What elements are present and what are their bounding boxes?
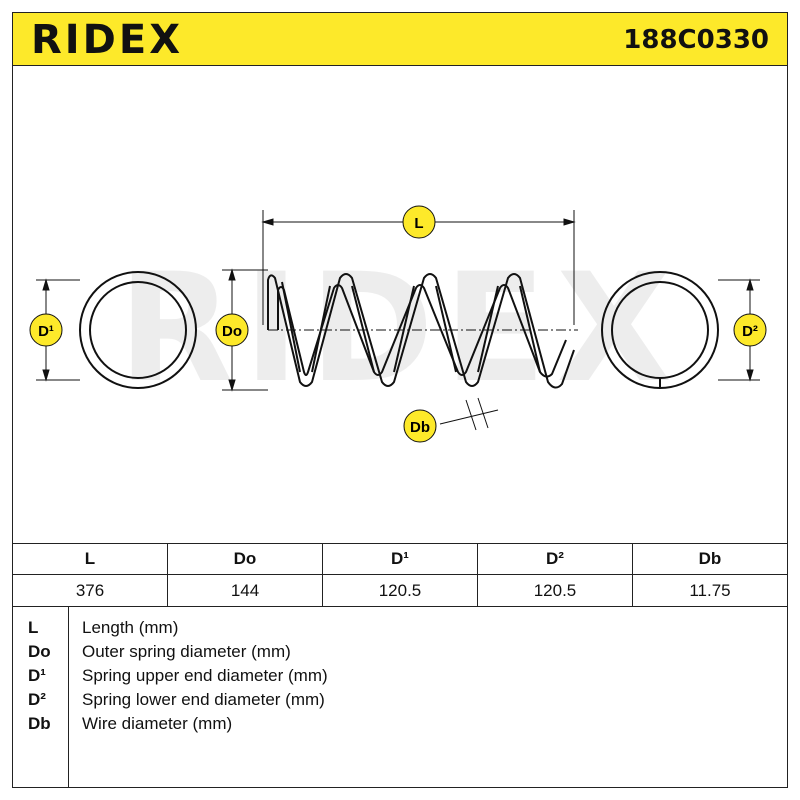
spec-header-db: Db <box>632 543 788 575</box>
spec-value-db: 11.75 <box>632 574 788 607</box>
badge-d2: D² <box>733 313 767 347</box>
db-dimension <box>439 397 499 431</box>
spec-table: L Do D¹ D² Db 376 144 120.5 120.5 11.75 <box>12 543 788 607</box>
legend-key: Db <box>28 714 51 733</box>
badge-d1: D¹ <box>29 313 63 347</box>
legend-desc: Outer spring diameter (mm) <box>82 642 291 661</box>
legend-item: D² Spring lower end diameter (mm) <box>12 690 788 714</box>
spec-value-d1: 120.5 <box>322 574 478 607</box>
brand-logo: RIDEX <box>31 17 184 63</box>
legend-item: L Length (mm) <box>12 618 788 642</box>
badge-db: Db <box>403 409 437 443</box>
legend-item: D¹ Spring upper end diameter (mm) <box>12 666 788 690</box>
legend-desc: Wire diameter (mm) <box>82 714 233 733</box>
legend-key: L <box>28 618 39 637</box>
legend-desc: Spring lower end diameter (mm) <box>82 690 325 709</box>
legend: L Length (mm) Do Outer spring diameter (… <box>12 606 788 788</box>
legend-key: D² <box>28 690 46 709</box>
header-bar: RIDEX 188C0330 <box>12 12 788 66</box>
legend-item: Db Wire diameter (mm) <box>12 714 788 738</box>
d1-dimension <box>36 278 80 382</box>
legend-key: D¹ <box>28 666 46 685</box>
svg-text:Do: Do <box>222 323 242 340</box>
svg-text:D¹: D¹ <box>38 323 54 340</box>
spec-header-d2: D² <box>477 543 633 575</box>
spec-header-d1: D¹ <box>322 543 478 575</box>
spec-header-do: Do <box>167 543 323 575</box>
upper-end-ring <box>79 271 197 389</box>
legend-key: Do <box>28 642 51 661</box>
legend-desc: Length (mm) <box>82 618 179 637</box>
badge-do: Do <box>215 313 249 347</box>
watermark-text: RIDEX <box>118 242 682 416</box>
svg-text:Db: Db <box>410 419 430 436</box>
coil-spring <box>267 273 575 389</box>
spec-header-row: L Do D¹ D² Db <box>12 543 788 575</box>
spec-value-do: 144 <box>167 574 323 607</box>
part-number: 188C0330 <box>623 25 769 55</box>
legend-divider <box>68 606 69 788</box>
svg-text:L: L <box>414 215 423 232</box>
spec-header-l: L <box>12 543 168 575</box>
spec-value-l: 376 <box>12 574 168 607</box>
svg-text:D²: D² <box>742 323 758 340</box>
legend-desc: Spring upper end diameter (mm) <box>82 666 328 685</box>
legend-item: Do Outer spring diameter (mm) <box>12 642 788 666</box>
spec-value-d2: 120.5 <box>477 574 633 607</box>
spec-value-row: 376 144 120.5 120.5 11.75 <box>12 574 788 607</box>
badge-l: L <box>402 205 436 239</box>
lower-end-ring <box>601 271 719 389</box>
